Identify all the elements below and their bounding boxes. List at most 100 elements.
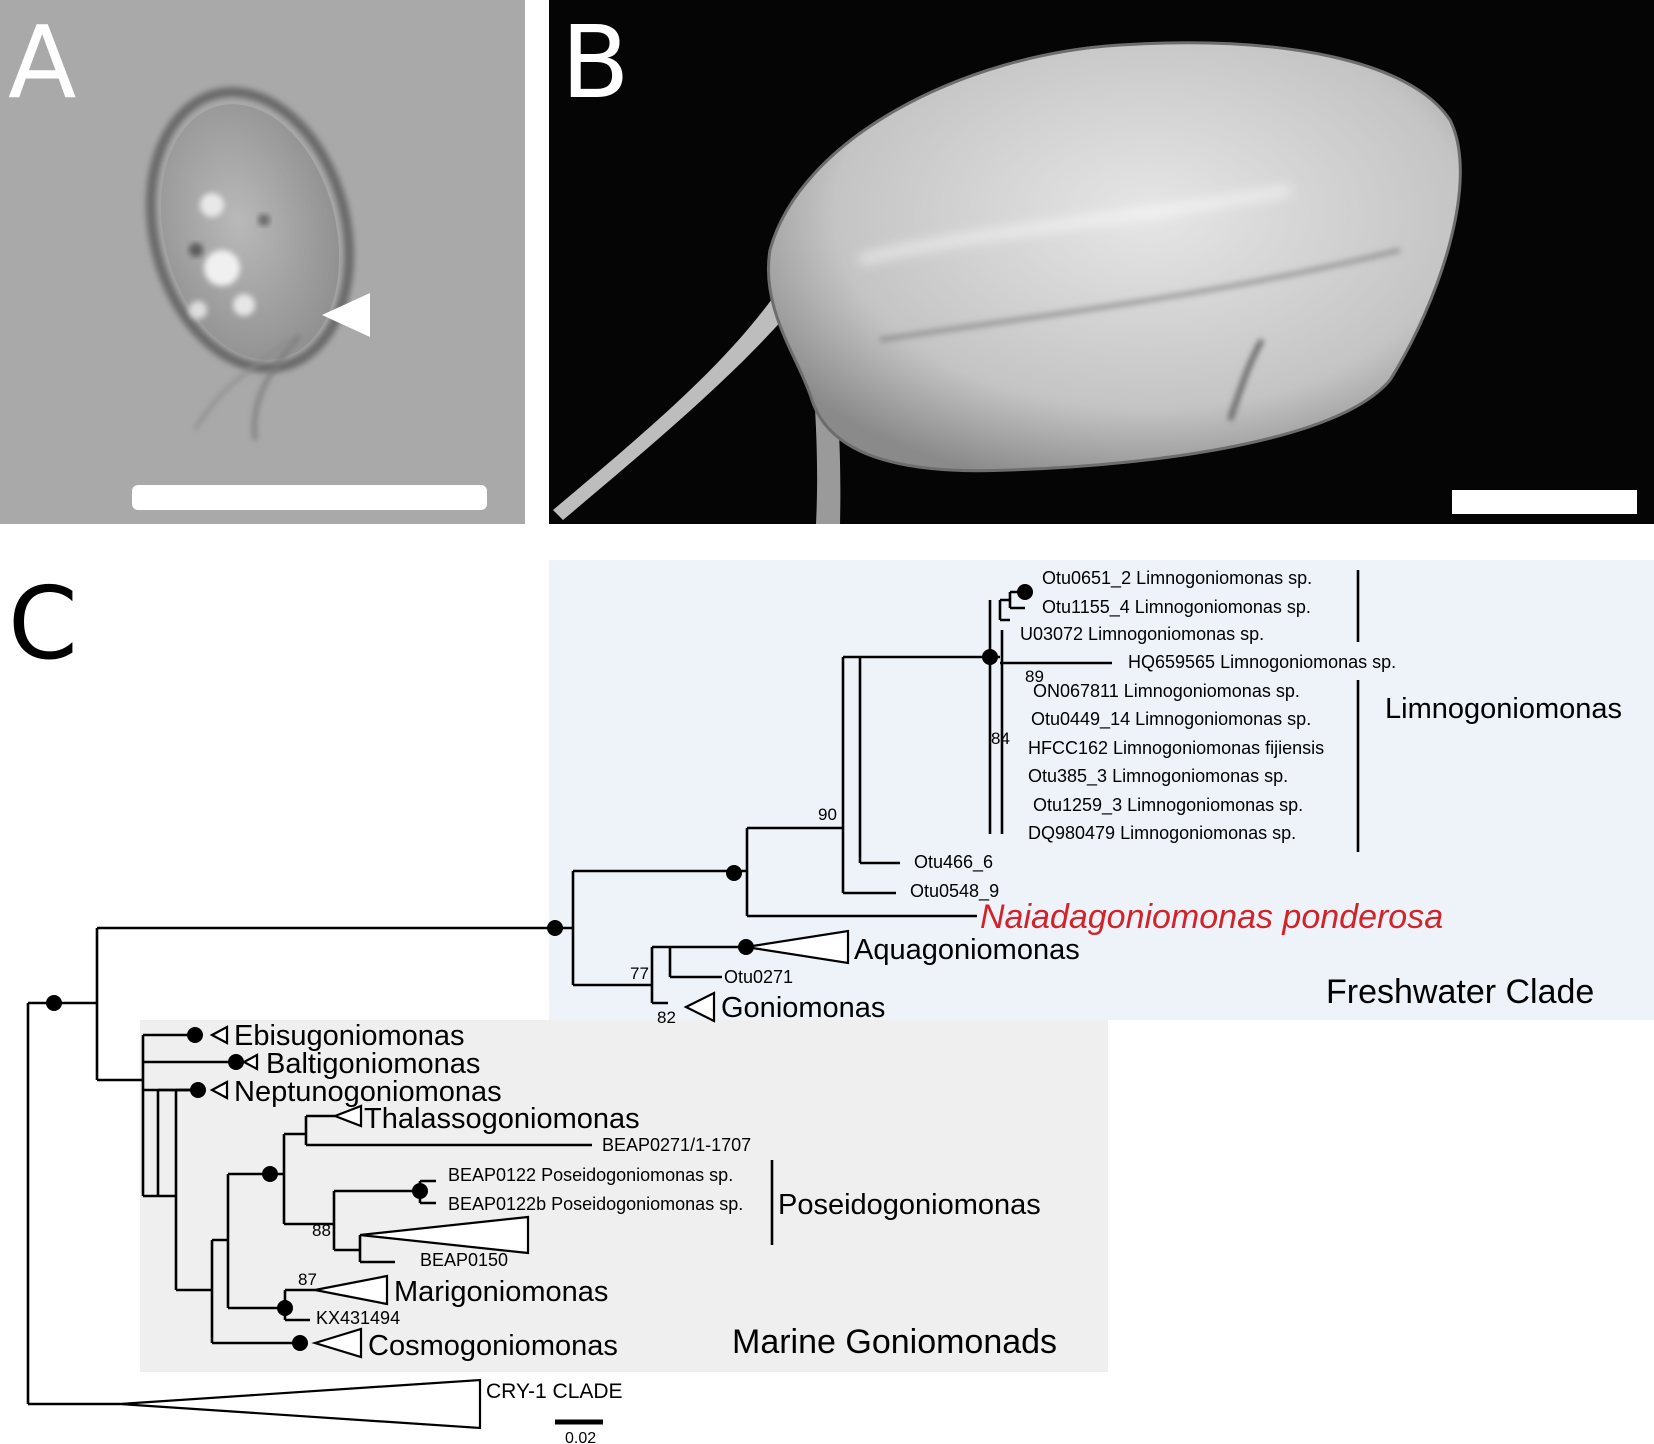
marine-goniomonads-background bbox=[140, 1020, 1108, 1372]
tip-label: Otu466_6 bbox=[914, 852, 993, 873]
scale-bar-a bbox=[132, 485, 487, 510]
tip-label: Otu1259_3 Limnogoniomonas sp. bbox=[1033, 795, 1303, 816]
panel-b: B bbox=[549, 0, 1654, 524]
sem-groove bbox=[1227, 338, 1265, 421]
sem-flagellum bbox=[553, 285, 800, 520]
support-dots bbox=[46, 584, 1033, 1351]
group-labels: Freshwater Clade Marine Goniomonads bbox=[732, 973, 1594, 1361]
scale-bar-b bbox=[1452, 490, 1637, 514]
tip-label: DQ980479 Limnogoniomonas sp. bbox=[1028, 823, 1296, 843]
node-dot bbox=[187, 1027, 203, 1043]
panel-a: A bbox=[0, 0, 525, 524]
cell-image bbox=[145, 87, 355, 441]
support-value: 87 bbox=[298, 1270, 317, 1289]
node-dot bbox=[1017, 584, 1033, 600]
node-dot bbox=[292, 1335, 308, 1351]
cell-granule bbox=[258, 214, 270, 226]
clade-label: Neptunogoniomonas bbox=[234, 1076, 502, 1108]
clade-label: Aquagoniomonas bbox=[854, 934, 1080, 966]
node-dot bbox=[46, 995, 62, 1011]
panel-letter-a: A bbox=[8, 4, 76, 121]
clade-label: Ebisugoniomonas bbox=[234, 1020, 465, 1052]
highlighted-taxon: Naiadagoniomonas ponderosa bbox=[980, 898, 1443, 936]
tree-branches bbox=[26, 590, 1112, 1406]
tip-label: KX431494 bbox=[316, 1308, 400, 1328]
support-values: 89 84 90 77 82 88 87 bbox=[298, 667, 1044, 1289]
node-dot bbox=[726, 865, 742, 881]
support-value: 84 bbox=[991, 729, 1010, 748]
clade-label: Thalassogoniomonas bbox=[364, 1103, 640, 1135]
node-dot bbox=[228, 1054, 244, 1070]
support-value: 77 bbox=[630, 964, 649, 983]
tip-label: Otu385_3 Limnogoniomonas sp. bbox=[1028, 766, 1288, 787]
tip-label: BEAP0150 bbox=[420, 1250, 508, 1270]
cell-halo bbox=[145, 87, 355, 373]
collapsed-labels: Aquagoniomonas Goniomonas Ebisugoniomona… bbox=[234, 693, 1622, 1362]
triangle-goniomonas bbox=[683, 991, 716, 1023]
sem-ridge bbox=[858, 185, 1291, 265]
support-value: 89 bbox=[1025, 667, 1044, 686]
clade-label: Marigoniomonas bbox=[394, 1276, 608, 1308]
sem-ridge bbox=[879, 247, 1401, 343]
freshwater-clade-label: Freshwater Clade bbox=[1326, 973, 1594, 1011]
triangle-cosmogoniomonas bbox=[311, 1327, 363, 1359]
clade-label: Poseidogoniomonas bbox=[778, 1189, 1041, 1221]
support-value: 90 bbox=[818, 805, 837, 824]
triangle-aquagoniomonas bbox=[745, 929, 850, 965]
panel-c: C bbox=[8, 560, 1654, 1444]
tip-label: Otu1155_4 Limnogoniomonas sp. bbox=[1042, 597, 1311, 618]
tip-label: BEAP0122 Poseidogoniomonas sp. bbox=[448, 1165, 733, 1185]
node-dot bbox=[982, 649, 998, 665]
tip-label: HFCC162 Limnogoniomonas fijiensis bbox=[1028, 738, 1324, 758]
cell-vacuole bbox=[189, 301, 207, 319]
support-value: 88 bbox=[312, 1221, 331, 1240]
cell-vacuole bbox=[200, 193, 224, 217]
node-dot bbox=[190, 1082, 206, 1098]
collapsed-triangles bbox=[119, 929, 850, 1430]
clade-label: Limnogoniomonas bbox=[1385, 693, 1622, 725]
tip-label-cry1: CRY-1 CLADE bbox=[486, 1380, 623, 1403]
node-dot bbox=[547, 920, 563, 936]
node-dot bbox=[412, 1183, 428, 1199]
triangle-baltigoniomonas bbox=[241, 1053, 259, 1071]
panel-letter-b: B bbox=[561, 4, 630, 121]
tip-label: Otu0548_9 bbox=[910, 881, 999, 902]
freshwater-clade-background bbox=[549, 560, 1654, 1020]
triangle-thalassogoniomonas bbox=[331, 1104, 363, 1128]
sem-cell-image bbox=[553, 41, 1462, 524]
cell-body bbox=[160, 104, 340, 360]
clade-brackets bbox=[770, 570, 1360, 1245]
triangle-neptunogoniomonas bbox=[209, 1080, 229, 1100]
node-dot bbox=[262, 1166, 278, 1182]
tip-label: Otu0449_14 Limnogoniomonas sp. bbox=[1031, 709, 1311, 730]
clade-label: Goniomonas bbox=[721, 992, 885, 1024]
tip-label: ON067811 Limnogoniomonas sp. bbox=[1033, 681, 1300, 701]
clade-label: Cosmogoniomonas bbox=[368, 1330, 618, 1362]
support-value: 82 bbox=[657, 1008, 676, 1027]
flagellum bbox=[193, 338, 291, 431]
triangle-poseidogoniomonas bbox=[359, 1215, 530, 1255]
tip-label: BEAP0122b Poseidogoniomonas sp. bbox=[448, 1194, 743, 1214]
triangle-marigoniomonas bbox=[314, 1274, 389, 1306]
tree-scale-label: 0.02 bbox=[565, 1430, 596, 1444]
tip-label: Otu0271 bbox=[724, 967, 793, 987]
tip-label: BEAP0271/1-1707 bbox=[602, 1135, 751, 1155]
arrowhead-marker bbox=[322, 293, 370, 337]
marine-goniomonads-label: Marine Goniomonads bbox=[732, 1323, 1057, 1361]
tip-label: HQ659565 Limnogoniomonas sp. bbox=[1128, 652, 1396, 672]
node-dot bbox=[738, 939, 754, 955]
clade-label: Baltigoniomonas bbox=[266, 1048, 480, 1080]
triangle-cry1-clade bbox=[119, 1378, 482, 1430]
tip-label: U03072 Limnogoniomonas sp. bbox=[1020, 624, 1264, 644]
triangle-ebisugoniomonas bbox=[209, 1025, 229, 1045]
cell-vacuole bbox=[233, 294, 255, 316]
tip-label: Otu0651_2 Limnogoniomonas sp. bbox=[1042, 568, 1312, 589]
sem-cell-body bbox=[767, 41, 1462, 473]
cell-vacuole bbox=[204, 250, 240, 286]
tip-labels: Otu0651_2 Limnogoniomonas sp. Otu1155_4 … bbox=[316, 568, 1396, 1403]
panel-letter-c: C bbox=[8, 565, 78, 682]
flagellum bbox=[252, 333, 302, 441]
cell-granule bbox=[189, 243, 203, 257]
node-dot bbox=[277, 1300, 293, 1316]
